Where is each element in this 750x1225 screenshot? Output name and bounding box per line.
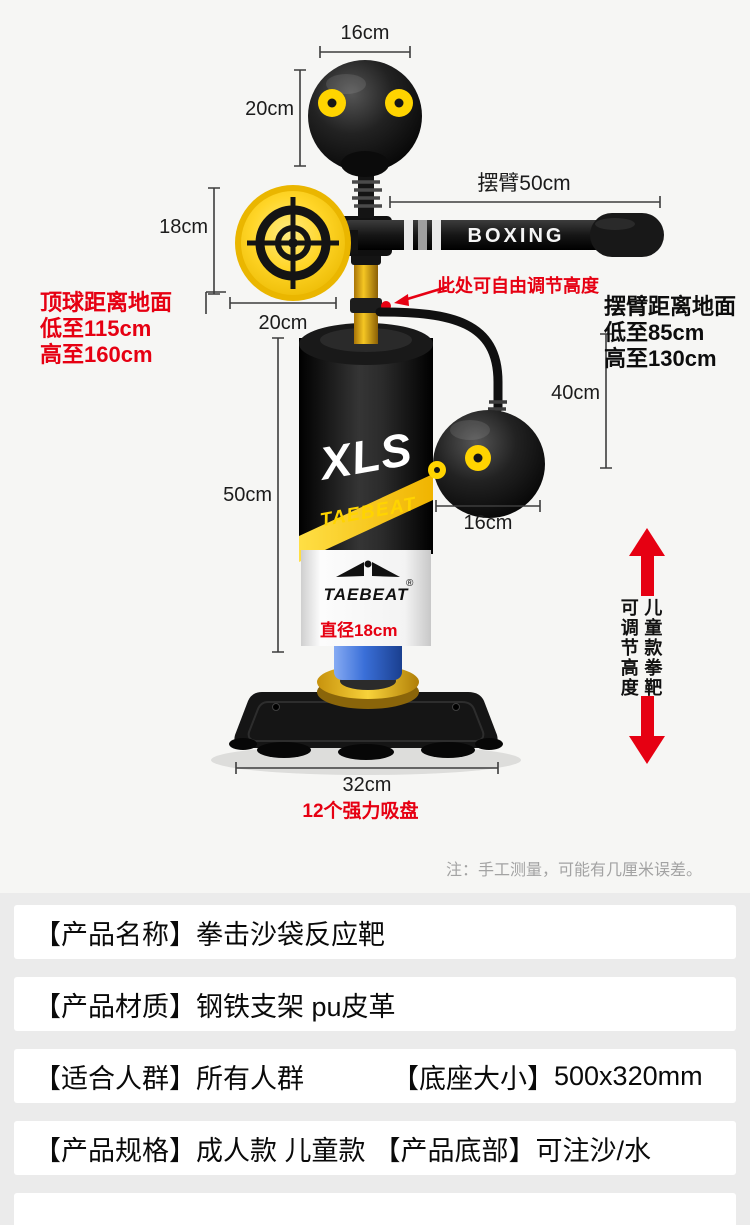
note-line: 高至160cm xyxy=(40,342,153,367)
column-diameter-note: 直径18cm xyxy=(320,621,398,640)
spec-row-partial xyxy=(14,1193,736,1225)
dim-hang-drop: 40cm xyxy=(551,382,600,404)
spec-value: 500x320mm xyxy=(554,1060,703,1091)
spec-value: 可注沙/水 xyxy=(535,1135,652,1166)
base-plate xyxy=(229,692,503,760)
note-line: 高至130cm xyxy=(604,346,717,371)
spec-label: 【适合人群】 xyxy=(34,1063,196,1094)
spec-pair: 【底座大小】500x320mm xyxy=(392,1057,703,1096)
note-line: 低至115cm xyxy=(40,316,152,341)
spec-row-model-bottom: 【产品规格】成人款 儿童款 【产品底部】可注沙/水 xyxy=(14,1121,736,1175)
spec-label: 【产品规格】 xyxy=(34,1135,196,1166)
vertical-note-col: 可调节高度 xyxy=(618,598,639,698)
suction-note: 12个强力吸盘 xyxy=(302,801,419,822)
up-arrow-head xyxy=(629,528,665,556)
adjust-height-note: 此处可自由调节高度 xyxy=(437,276,599,296)
note-line: 顶球距离地面 xyxy=(40,290,173,315)
dim-base-width: 32cm xyxy=(342,774,392,796)
adjustable-pole xyxy=(350,250,391,344)
hanging-ball-assembly xyxy=(375,307,545,518)
spec-value: 成人款 儿童款 xyxy=(196,1135,366,1166)
product-diagram: XLS TAEBEAT TAEBEAT ® xyxy=(40,22,736,879)
spec-label: 【产品名称】 xyxy=(34,919,196,950)
product-illustration: XLS TAEBEAT TAEBEAT ® xyxy=(205,46,664,775)
down-arrow xyxy=(629,696,665,764)
spec-value: 拳击沙袋反应靶 xyxy=(196,919,385,950)
adjust-arrow xyxy=(394,285,448,306)
arm-height-range-note: 摆臂距离地面 低至85cm 高至130cm xyxy=(604,294,736,372)
dim-column-height: 50cm xyxy=(223,484,272,506)
dim-top-ball-height: 20cm xyxy=(245,98,294,120)
spec-row-material: 【产品材质】钢铁支架 pu皮革 xyxy=(14,977,736,1031)
logo-registered-mark: ® xyxy=(406,578,414,589)
logo-text: TAEBEAT xyxy=(324,585,409,604)
spec-label: 【产品材质】 xyxy=(34,991,196,1022)
arm-brand-text: BOXING xyxy=(468,225,565,247)
adjustable-height-vertical-note: 可调节高度 儿童款拳靶 xyxy=(618,598,663,698)
down-arrow-stem xyxy=(640,696,654,736)
dimension-lines xyxy=(205,46,661,774)
note-line: 摆臂距离地面 xyxy=(604,294,737,319)
target-pad xyxy=(235,185,358,301)
spec-value: 钢铁支架 pu皮革 xyxy=(196,991,396,1022)
top-ball-height-range-note: 顶球距离地面 低至115cm 高至160cm xyxy=(40,290,172,368)
spec-row-name: 【产品名称】拳击沙袋反应靶 xyxy=(14,905,736,959)
up-arrow-stem xyxy=(640,556,654,596)
dim-hang-ball-width: 16cm xyxy=(463,512,513,534)
dim-target-diameter: 18cm xyxy=(159,216,208,238)
measure-disclaimer: 注：手工测量，可能有几厘米误差。 xyxy=(445,862,702,879)
spec-pair: 【产品规格】成人款 儿童款 xyxy=(34,1129,366,1168)
spec-label: 【底座大小】 xyxy=(392,1063,554,1094)
spec-value: 所有人群 xyxy=(196,1063,304,1094)
dim-swing-arm: 摆臂50cm xyxy=(477,172,571,195)
spec-row-audience-basesize: 【适合人群】所有人群 【底座大小】500x320mm xyxy=(14,1049,736,1103)
spec-panel: 【产品名称】拳击沙袋反应靶 【产品材质】钢铁支架 pu皮革 【适合人群】所有人群… xyxy=(0,893,750,1225)
note-line: 低至85cm xyxy=(604,320,705,345)
swing-arm: BOXING xyxy=(342,213,664,257)
dim-target-offset: 20cm xyxy=(258,312,308,334)
spec-pair: 【适合人群】所有人群 xyxy=(34,1057,392,1096)
vertical-note-col: 儿童款拳靶 xyxy=(642,598,663,698)
up-arrow xyxy=(629,528,665,596)
spec-label: 【产品底部】 xyxy=(373,1135,536,1166)
spec-pair: 【产品底部】可注沙/水 xyxy=(374,1129,652,1168)
logo-head xyxy=(364,560,372,568)
main-column: XLS TAEBEAT TAEBEAT ® xyxy=(299,323,433,646)
dim-top-ball-width: 16cm xyxy=(340,22,390,44)
top-speed-ball xyxy=(308,60,422,218)
logo-wing-left xyxy=(336,562,364,577)
logo-wing-right xyxy=(372,562,400,577)
down-arrow-head xyxy=(629,736,665,764)
